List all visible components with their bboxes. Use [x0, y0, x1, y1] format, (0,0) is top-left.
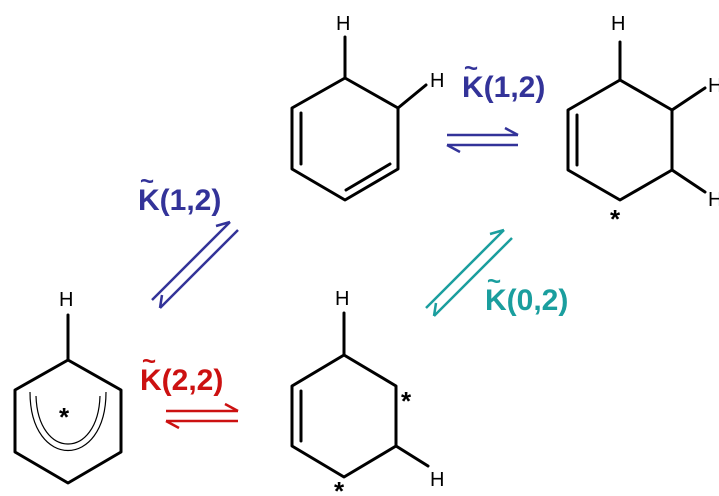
tilde-mark: ~ — [142, 348, 156, 375]
k-label: K(0,2) — [485, 284, 568, 317]
atom-h: H — [708, 75, 719, 97]
molecule-cyclohexene-bottom: H H * * — [290, 288, 444, 496]
atom-h: H — [335, 288, 349, 310]
tilde-mark: ~ — [464, 55, 478, 82]
label-upper-left: K(1,2) ~ — [138, 168, 221, 217]
atom-h: H — [708, 189, 719, 211]
radical-star: * — [334, 476, 345, 496]
atom-h: H — [336, 13, 350, 35]
molecule-cyclohexadiene-top: H H — [290, 13, 444, 202]
molecule-cyclohexene-top-right: H H H * — [566, 13, 719, 234]
atom-h: H — [611, 13, 625, 35]
radical-star: * — [59, 402, 70, 432]
radical-star: * — [401, 386, 412, 416]
k-label: K(2,2) — [140, 364, 223, 397]
atom-h: H — [430, 469, 444, 491]
radical-star: * — [610, 204, 621, 234]
label-top-right: K(1,2) ~ — [462, 55, 545, 104]
k-label: K(1,2) — [462, 71, 545, 104]
tilde-mark: ~ — [140, 168, 154, 195]
atom-h: H — [59, 289, 73, 311]
tilde-mark: ~ — [487, 268, 501, 295]
equilibrium-arrow-bottom — [165, 402, 239, 430]
molecule-ring-bottom-left: H * — [13, 289, 123, 485]
label-bottom: K(2,2) ~ — [140, 348, 223, 397]
k-label: K(1,2) — [138, 184, 221, 217]
label-right: K(0,2) ~ — [485, 268, 568, 317]
atom-h: H — [430, 70, 444, 92]
equilibrium-arrow-top — [446, 126, 519, 154]
equilibrium-arrow-right — [425, 228, 513, 317]
equilibrium-arrow-upper-left — [151, 220, 239, 309]
